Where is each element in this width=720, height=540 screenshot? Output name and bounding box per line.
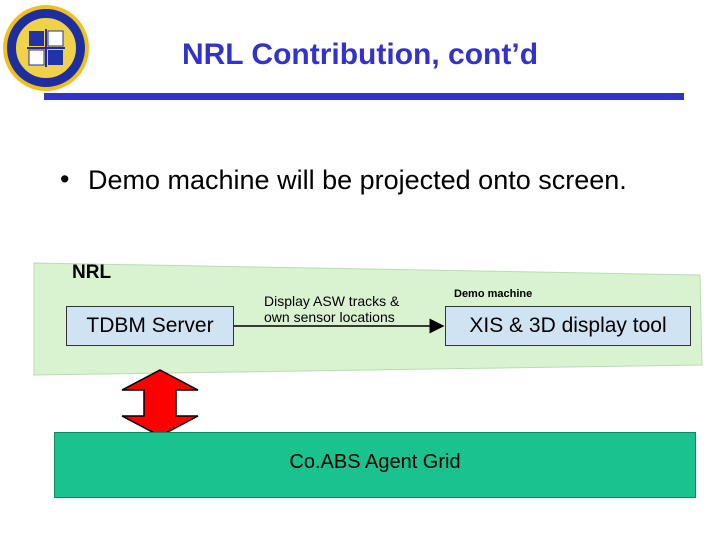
xis-display-tool-label: XIS & 3D display tool [469,314,667,337]
arrow-caption: Display ASW tracks & own sensor location… [264,293,400,325]
bullet-marker: • [60,164,70,194]
agent-grid-box [54,432,696,498]
bullet-text: Demo machine will be projected onto scre… [88,165,627,195]
tdbm-server-label: TDBM Server [86,314,214,337]
title-underline [44,93,684,100]
nrl-region-band [33,262,703,376]
tdbm-server-box: TDBM Server [66,306,234,346]
agent-grid-label: Co.ABS Agent Grid [289,451,461,473]
nrl-seal-logo [2,4,90,92]
demo-machine-label: Demo machine [454,288,533,300]
bidirectional-arrow [121,369,199,437]
slide-title: NRL Contribution, cont’d [181,38,539,71]
xis-display-tool-box: XIS & 3D display tool [445,306,691,346]
nrl-group-label: NRL [72,262,112,283]
